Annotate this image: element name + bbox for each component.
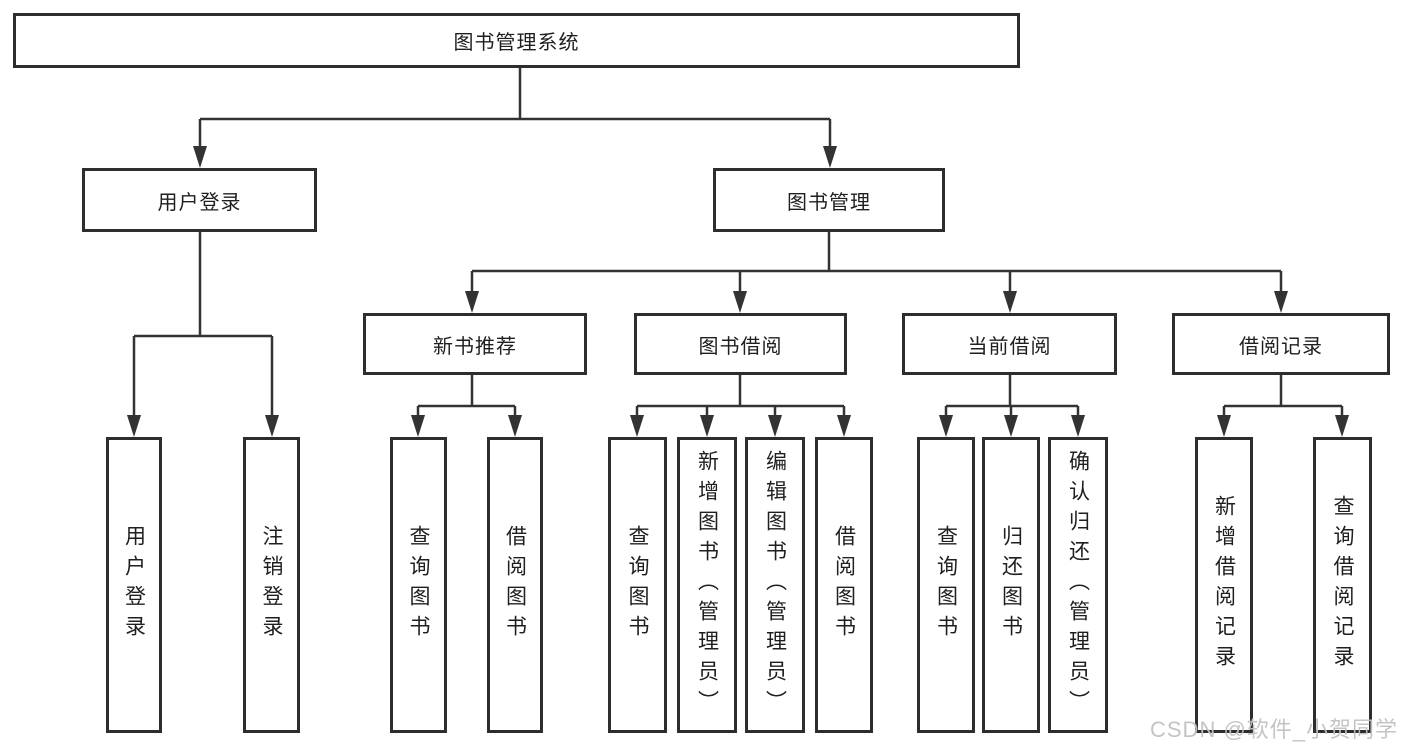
node-current-borrowing-label: 当前借阅 [967,335,1052,358]
leaf-borrow-books-2-label: 借阅图书 [832,525,856,645]
node-new-book-recommend-label: 新书推荐 [433,335,517,358]
node-new-book-recommend: 新书推荐 [363,313,587,375]
leaf-add-borrow-record: 新增借阅记录 [1195,437,1253,733]
leaf-query-books-3-label: 查询图书 [934,525,958,645]
leaf-confirm-return-admin-label: 确认归还（管理员） [1066,450,1090,720]
leaf-query-books-3: 查询图书 [917,437,975,733]
leaf-borrow-books-1-label: 借阅图书 [503,525,527,645]
node-current-borrowing: 当前借阅 [902,313,1117,375]
leaf-return-book: 归还图书 [982,437,1040,733]
leaf-add-book-admin: 新增图书（管理员） [677,437,737,733]
node-user-login-label: 用户登录 [157,191,242,214]
node-book-management: 图书管理 [713,168,945,232]
csdn-watermark: CSDN @软件_小贺同学 [1150,717,1399,742]
leaf-add-book-admin-label: 新增图书（管理员） [695,450,719,720]
leaf-return-book-label: 归还图书 [999,525,1023,645]
leaf-query-books-1-label: 查询图书 [407,525,431,645]
node-book-management-label: 图书管理 [787,191,871,214]
node-borrow-records-label: 借阅记录 [1239,335,1323,358]
node-user-login: 用户登录 [82,168,317,232]
leaf-user-login: 用户登录 [106,437,162,733]
leaf-edit-book-admin: 编辑图书（管理员） [745,437,805,733]
leaf-confirm-return-admin: 确认归还（管理员） [1048,437,1108,733]
leaf-edit-book-admin-label: 编辑图书（管理员） [763,450,787,720]
leaf-logout-label: 注销登录 [260,525,284,645]
arrowhead-icons [127,146,1349,437]
leaf-query-books-2-label: 查询图书 [626,525,650,645]
node-borrow-records: 借阅记录 [1172,313,1390,375]
leaf-query-books-1: 查询图书 [390,437,447,733]
leaf-borrow-books-1: 借阅图书 [487,437,543,733]
leaf-borrow-books-2: 借阅图书 [815,437,873,733]
leaf-query-books-2: 查询图书 [608,437,667,733]
node-root-system: 图书管理系统 [13,13,1020,68]
node-root-system-label: 图书管理系统 [453,32,580,54]
leaf-user-login-label: 用户登录 [122,525,146,645]
node-book-borrowing: 图书借阅 [634,313,847,375]
leaf-query-borrow-record-label: 查询借阅记录 [1331,495,1355,675]
leaf-query-borrow-record: 查询借阅记录 [1313,437,1372,733]
leaf-logout: 注销登录 [243,437,300,733]
leaf-add-borrow-record-label: 新增借阅记录 [1212,495,1236,675]
node-book-borrowing-label: 图书借阅 [698,335,783,358]
